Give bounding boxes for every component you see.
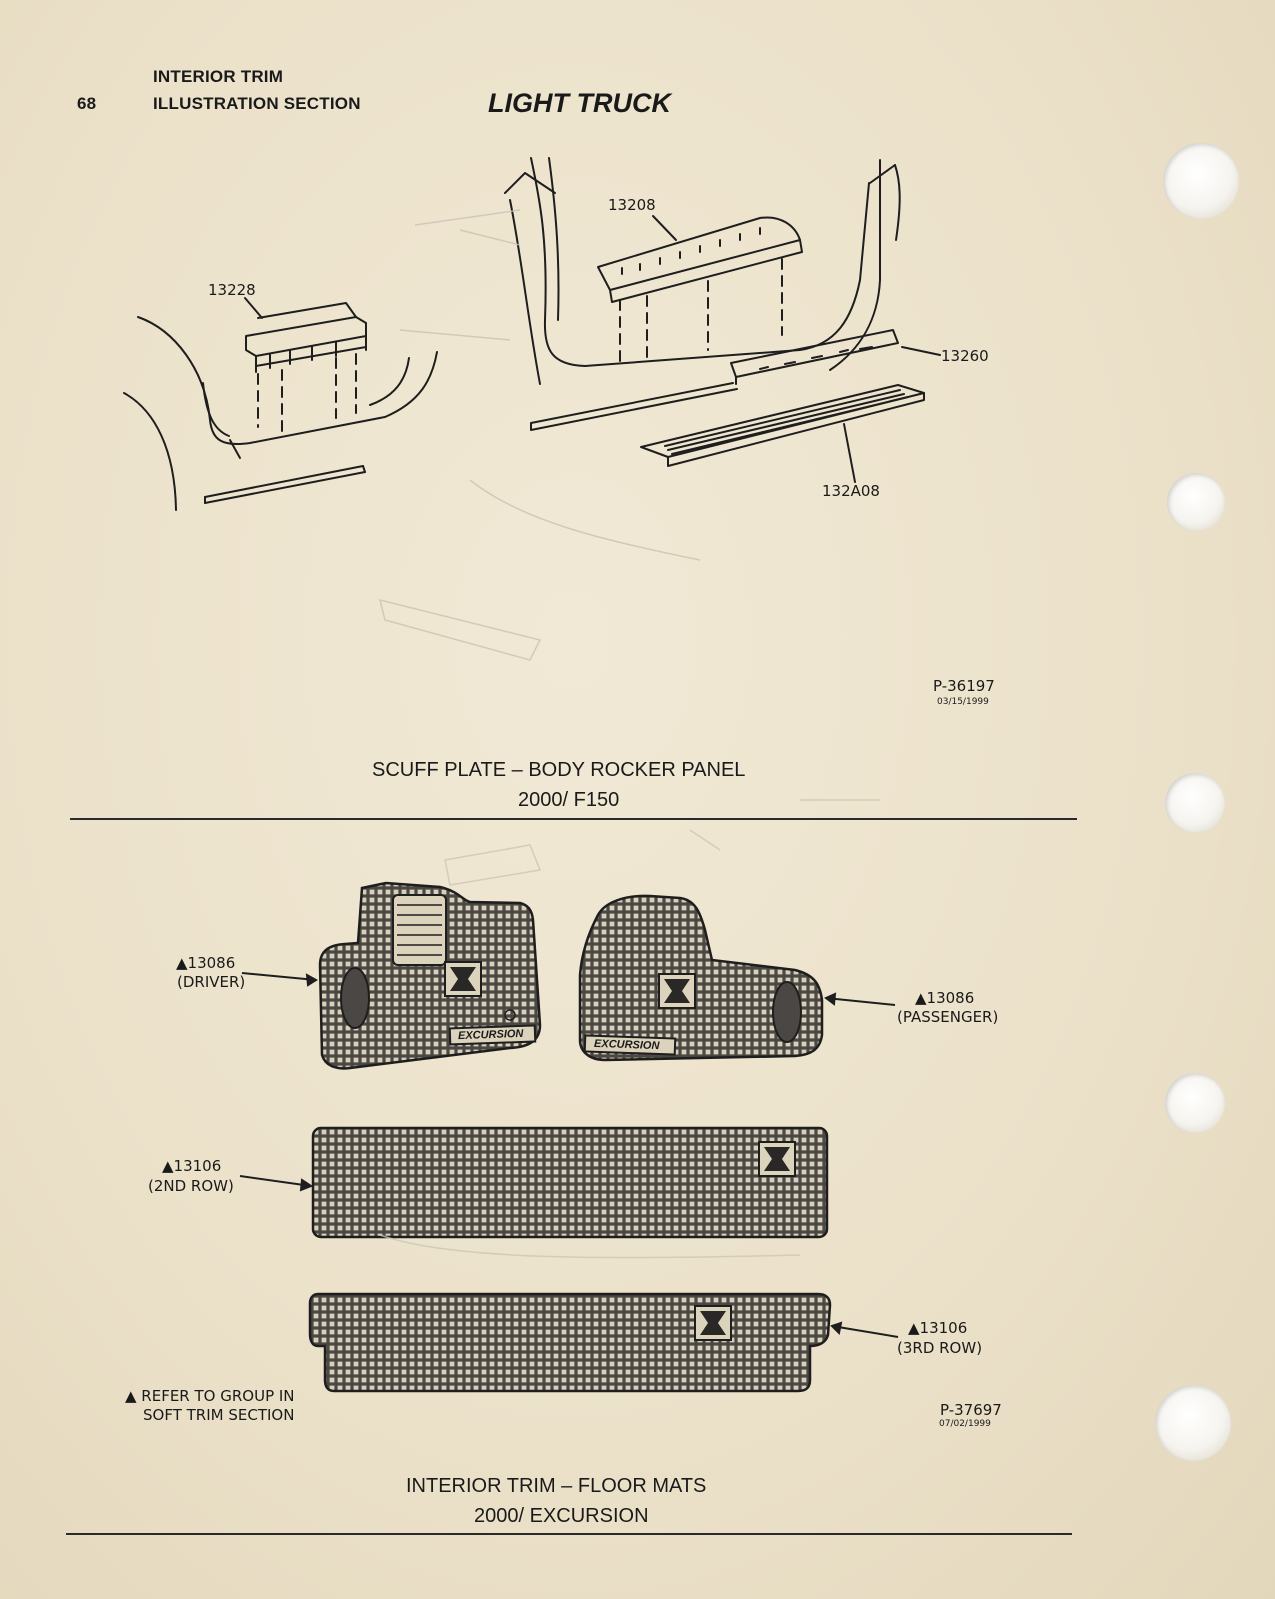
section-divider bbox=[66, 1533, 1072, 1535]
callout-driver-label: (DRIVER) bbox=[177, 973, 246, 991]
callout-passenger-label: (PASSENGER) bbox=[897, 1008, 999, 1026]
figure-caption: SCUFF PLATE – BODY ROCKER PANEL bbox=[372, 759, 746, 781]
footnote-line2: SOFT TRIM SECTION bbox=[143, 1406, 295, 1424]
callout-13228: 13228 bbox=[208, 281, 256, 299]
binder-hole bbox=[1167, 473, 1225, 531]
binder-hole bbox=[1165, 773, 1225, 833]
callout-3rd-row-label: (3RD ROW) bbox=[897, 1339, 983, 1357]
figure-ref-date: 03/15/1999 bbox=[937, 697, 989, 707]
binder-hole bbox=[1163, 143, 1239, 219]
callout-driver-number: ▲13086 bbox=[176, 954, 236, 972]
page-number: 68 bbox=[77, 94, 97, 113]
figure-ref-number: P-37697 bbox=[940, 1401, 1002, 1419]
figure-caption-model: 2000/ F150 bbox=[518, 789, 620, 811]
figure-caption-model: 2000/ EXCURSION bbox=[474, 1505, 649, 1527]
binder-hole bbox=[1165, 1073, 1225, 1133]
figure-ref-date: 07/02/1999 bbox=[939, 1419, 991, 1429]
binder-hole bbox=[1155, 1385, 1231, 1461]
callout-132A08: 132A08 bbox=[822, 482, 880, 500]
callout-13260: 13260 bbox=[941, 347, 989, 365]
callout-passenger-number: ▲13086 bbox=[915, 989, 975, 1007]
footnote-line1: ▲ REFER TO GROUP IN bbox=[125, 1387, 295, 1405]
callout-2nd-row-number: ▲13106 bbox=[162, 1157, 222, 1175]
section-title-line1: INTERIOR TRIM bbox=[153, 67, 284, 86]
excursion-logo-driver: EXCURSION bbox=[457, 1027, 524, 1043]
callout-13208: 13208 bbox=[608, 196, 656, 214]
callout-2nd-row-label: (2ND ROW) bbox=[148, 1177, 234, 1195]
figure-ref-number: P-36197 bbox=[933, 677, 995, 695]
excursion-logo-passenger: EXCURSION bbox=[593, 1037, 660, 1053]
section-title-line2: ILLUSTRATION SECTION bbox=[153, 94, 361, 113]
callout-3rd-row-number: ▲13106 bbox=[908, 1319, 968, 1337]
page-title: LIGHT TRUCK bbox=[488, 88, 671, 118]
figure-caption: INTERIOR TRIM – FLOOR MATS bbox=[406, 1475, 707, 1497]
section-divider bbox=[70, 818, 1077, 820]
